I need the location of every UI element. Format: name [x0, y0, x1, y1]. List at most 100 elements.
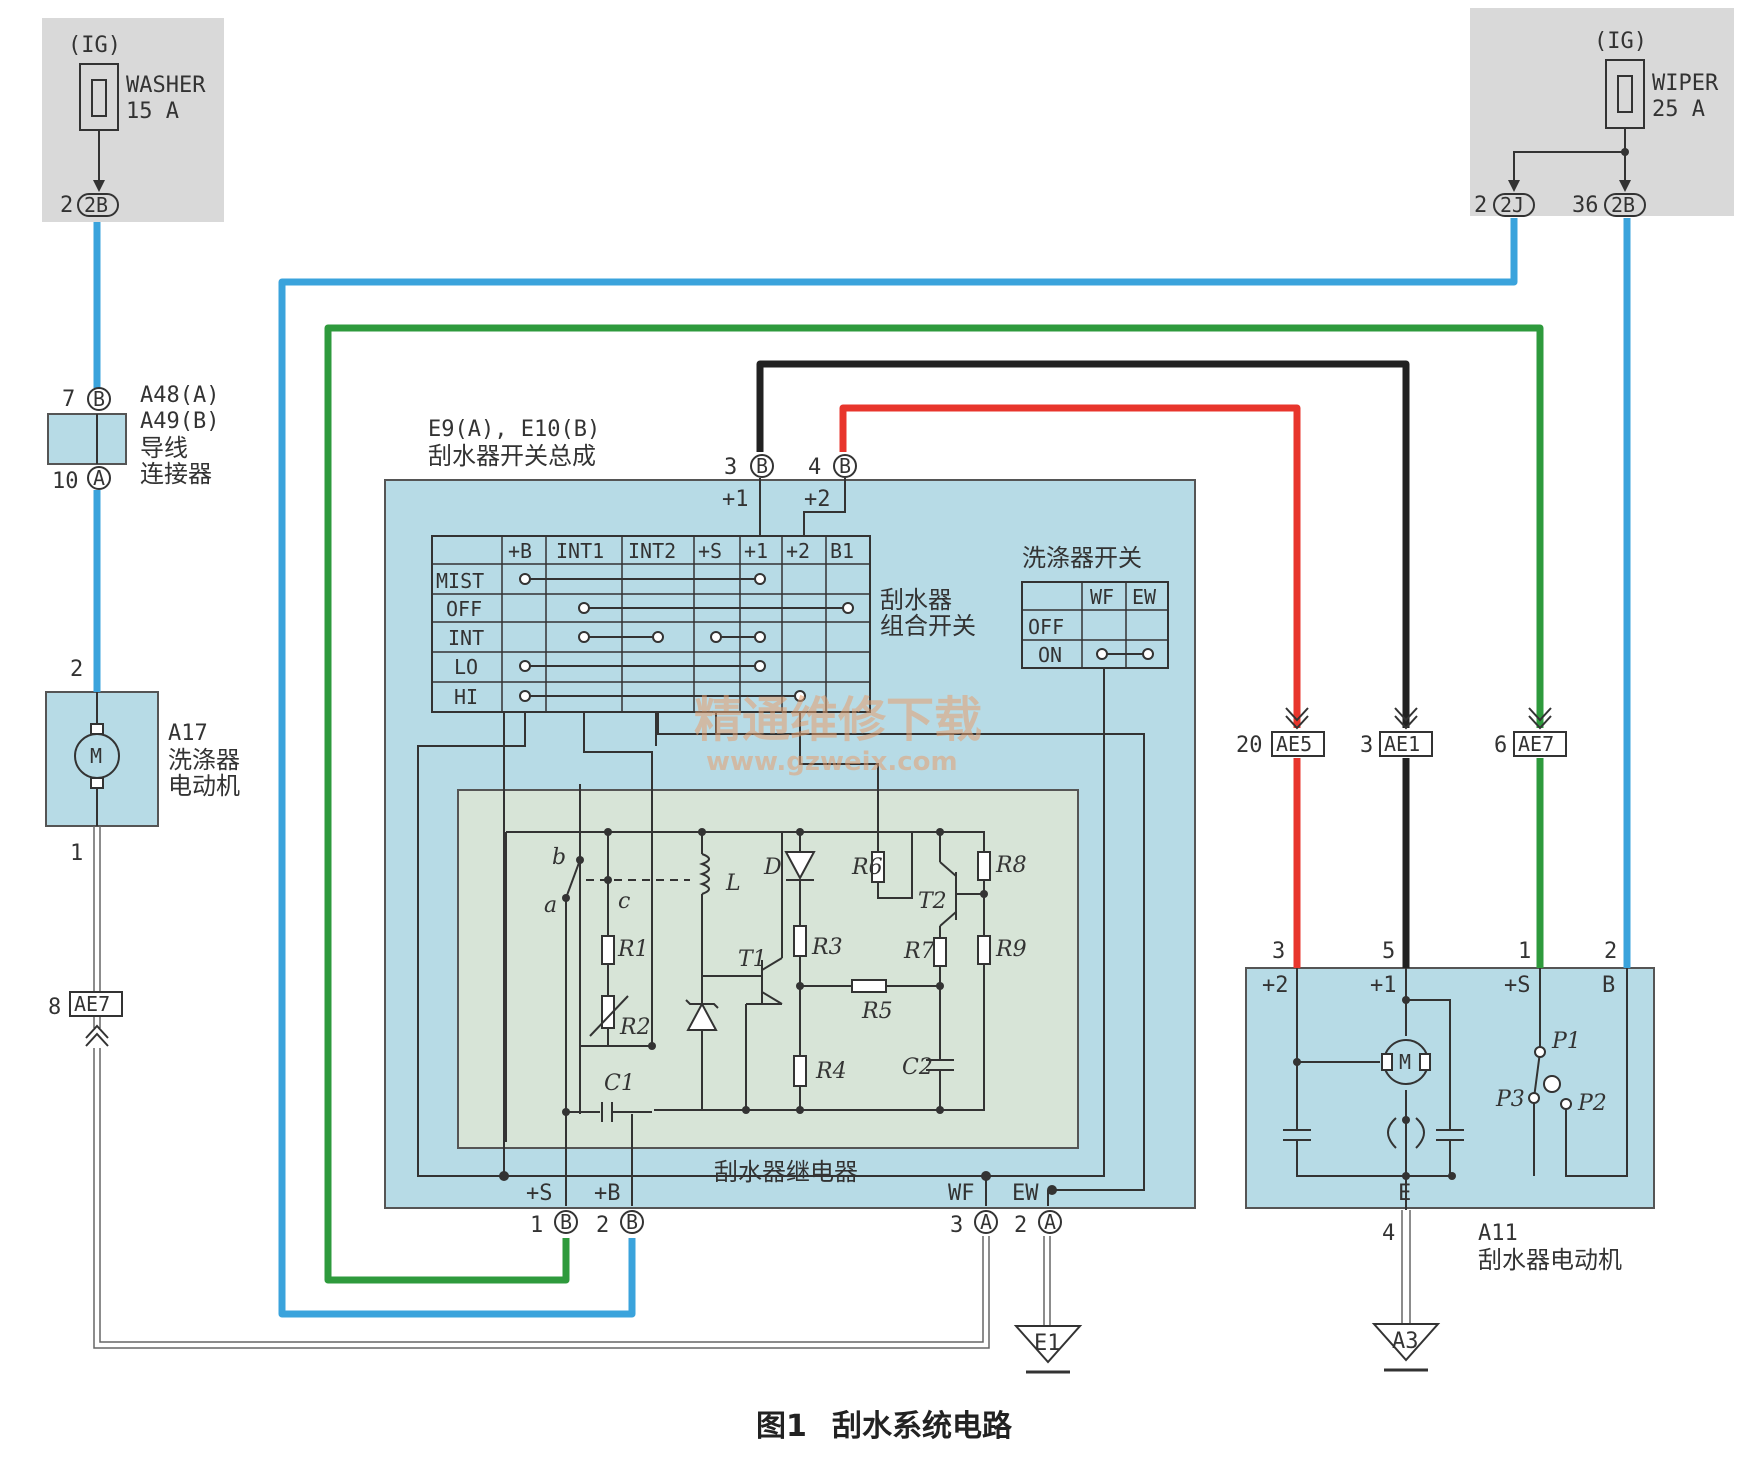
- combo-row-4: HI: [454, 685, 478, 709]
- pin-ew-num: 2: [1014, 1213, 1027, 1238]
- pin-wf-tag: A: [980, 1210, 992, 1234]
- caption-fig: 图1: [756, 1409, 807, 1444]
- relay-R8: R8: [995, 853, 1027, 878]
- relay-R9: R9: [995, 937, 1027, 962]
- pin-ew-tag: A: [1044, 1210, 1056, 1234]
- washer-row-1: ON: [1038, 643, 1062, 667]
- ground-e1: [1013, 1325, 1083, 1374]
- combo-col-1: INT1: [556, 539, 604, 563]
- relay-R3: R3: [811, 935, 843, 960]
- relay-R1: R1: [617, 937, 649, 962]
- relay-L: L: [725, 871, 741, 896]
- combo-title1: 刮水器: [880, 586, 952, 614]
- switch-assembly-line1: E9(A), E10(B): [428, 417, 600, 442]
- a48-tag-top: B: [93, 387, 105, 411]
- fuse-washer-conn: 2B: [84, 193, 108, 217]
- wm-pin-1: 5: [1382, 939, 1395, 964]
- pin4-num: 4: [808, 455, 821, 480]
- switch-assembly-line2: 刮水器开关总成: [428, 442, 596, 470]
- washer-motor-m: M: [90, 744, 102, 768]
- a48-tag-bottom: A: [93, 466, 105, 490]
- combo-col-4: +1: [744, 539, 768, 563]
- wm-pin-3: 2: [1604, 939, 1617, 964]
- relay-R4: R4: [815, 1059, 847, 1084]
- a48-desc1: 导线: [140, 434, 188, 462]
- caption-title: 刮水系统电路: [832, 1409, 1013, 1444]
- wire-black: [756, 360, 1410, 728]
- washer-motor-pin-bottom: 1: [70, 841, 83, 866]
- fuse-wiper-conn-left: 2J: [1500, 193, 1524, 217]
- wm-e-pin: 4: [1382, 1221, 1395, 1246]
- ae1-code: AE1: [1384, 732, 1420, 756]
- pin-wf-num: 3: [950, 1213, 963, 1238]
- wm-p1: P1: [1551, 1029, 1581, 1054]
- relay-title: 刮水器继电器: [714, 1158, 858, 1186]
- ae5-pin: 20: [1236, 733, 1263, 758]
- combo-row-2: INT: [448, 626, 484, 650]
- watermark-line2: www.gzweix.com: [706, 747, 958, 777]
- ae7-left-code: AE7: [74, 992, 110, 1016]
- washer-switch-grid: [1021, 581, 1169, 669]
- pin-b-label: +B: [594, 1181, 621, 1206]
- pin4-label: +2: [804, 487, 831, 512]
- combo-col-3: +S: [698, 539, 722, 563]
- fuse-washer-pin: 2: [60, 193, 73, 218]
- combo-col-0: +B: [508, 539, 532, 563]
- pin-s-label: +S: [526, 1181, 553, 1206]
- wire-green: [324, 324, 1544, 1284]
- combo-row-1: OFF: [446, 597, 482, 621]
- fuse-washer-name: WASHER: [126, 73, 206, 98]
- fuse-wiper-pin-left: 2: [1474, 193, 1487, 218]
- pin3-num: 3: [724, 455, 737, 480]
- relay-T2: T2: [918, 889, 947, 914]
- washer-motor-code: A17: [168, 721, 208, 746]
- washer-motor-desc2: 电动机: [168, 772, 240, 800]
- washer-motor-pin-top: 2: [70, 657, 83, 682]
- relay-C1: C1: [604, 1071, 635, 1096]
- ground-a3: [1371, 1323, 1441, 1372]
- washer-col-0: WF: [1090, 585, 1114, 609]
- relay-C2: C2: [902, 1055, 933, 1080]
- wm-term-0: +2: [1262, 973, 1289, 998]
- relay-D: D: [763, 855, 782, 880]
- ae7-right-code: AE7: [1518, 732, 1554, 756]
- relay-R6: R6: [851, 855, 883, 880]
- combo-col-2: INT2: [628, 539, 676, 563]
- fuse-wiper-pin-right: 36: [1572, 193, 1599, 218]
- relay-R7: R7: [903, 939, 935, 964]
- relay-a: a: [544, 893, 557, 918]
- connector-a48-box: [47, 413, 127, 465]
- fuse-wiper-name: WIPER: [1652, 71, 1719, 96]
- wm-e-label: E: [1398, 1181, 1411, 1206]
- fuse-washer-rating: 15 A: [126, 99, 179, 124]
- a48-pin-top: 7: [62, 387, 75, 412]
- combo-switch-grid: [431, 535, 871, 713]
- wm-desc: 刮水器电动机: [1478, 1246, 1622, 1274]
- wire-blue-outer: [278, 218, 1518, 1318]
- wm-pin-0: 3: [1272, 939, 1285, 964]
- pin-ew-label: EW: [1012, 1181, 1039, 1206]
- relay-T1: T1: [738, 947, 767, 972]
- wm-p3: P3: [1495, 1087, 1525, 1112]
- watermark-line1: 精通维修下载: [694, 692, 982, 748]
- relay-R2: R2: [619, 1015, 651, 1040]
- ae7-right-pin: 6: [1494, 733, 1507, 758]
- a48-desc2: 连接器: [140, 460, 212, 488]
- washer-col-1: EW: [1132, 585, 1157, 609]
- fuse-wiper-rating: 25 A: [1652, 97, 1705, 122]
- pin4-tag: B: [839, 454, 851, 478]
- wm-p2: P2: [1577, 1091, 1607, 1116]
- ae7-left-pin: 8: [48, 995, 61, 1020]
- combo-col-5: +2: [786, 539, 810, 563]
- combo-title2: 组合开关: [880, 612, 976, 640]
- a48-pin-bottom: 10: [52, 469, 79, 494]
- wm-pin-2: 1: [1518, 939, 1531, 964]
- combo-col-6: B1: [830, 539, 854, 563]
- pin3-tag: B: [756, 454, 768, 478]
- relay-R5: R5: [861, 999, 893, 1024]
- pin3-label: +1: [722, 487, 749, 512]
- washer-motor-desc1: 洗涤器: [168, 746, 240, 774]
- wiper-motor-m: M: [1399, 1050, 1411, 1074]
- pin-s-num: 1: [530, 1213, 543, 1238]
